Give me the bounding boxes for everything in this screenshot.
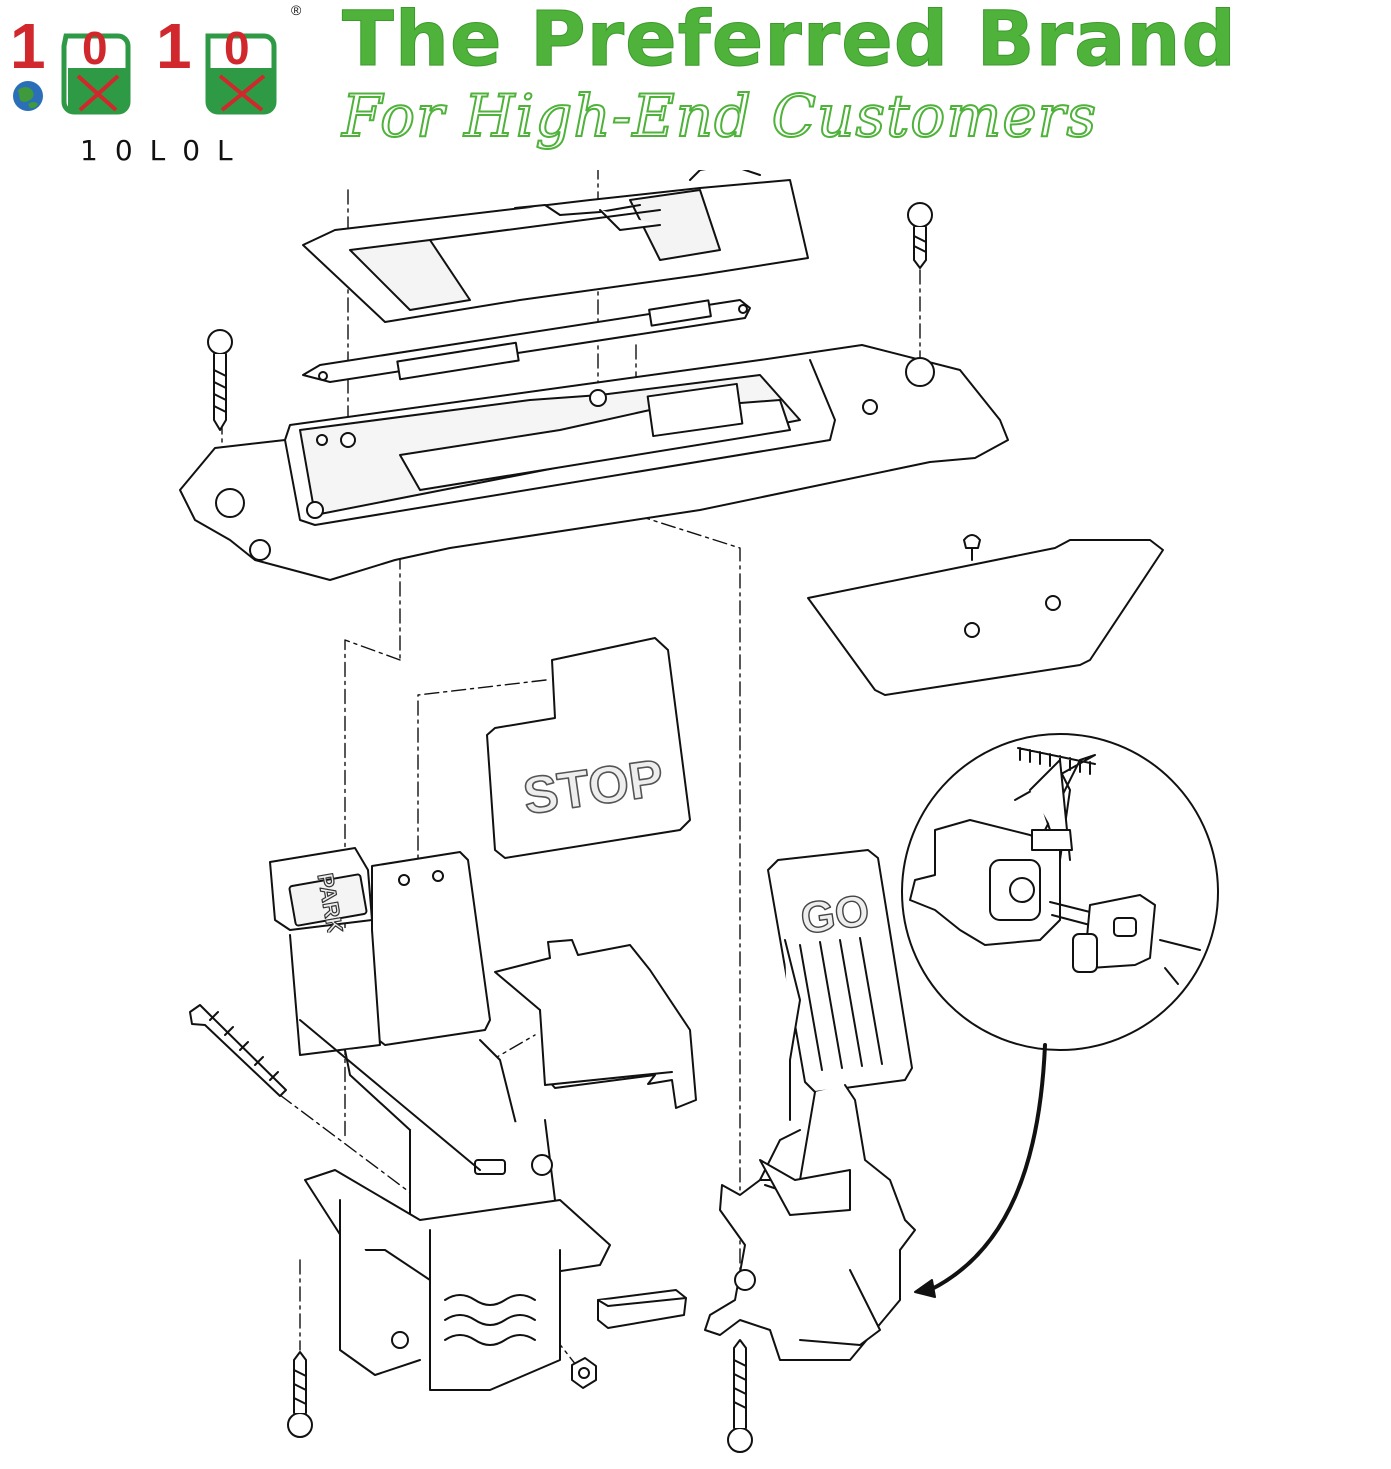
screw-icon xyxy=(963,534,981,561)
screw-icon xyxy=(287,1351,313,1438)
floor-base-plate xyxy=(179,344,1009,581)
hex-nut-icon xyxy=(571,1357,597,1389)
top-bezel-cover xyxy=(302,164,809,323)
go-label: GO xyxy=(798,886,873,944)
registered-mark: ® xyxy=(291,2,302,18)
bumper-block xyxy=(597,1289,687,1329)
logo-mark-icon: 1 0 1 0 xyxy=(10,10,277,115)
headline: The Preferred Brand xyxy=(342,0,1237,84)
screw-icon xyxy=(207,329,233,431)
tagline: For High-End Customers xyxy=(341,81,1098,151)
detail-magnifier xyxy=(901,733,1219,1051)
exploded-pedal-diagram: STOP PARK xyxy=(0,164,1391,1464)
svg-text:0: 0 xyxy=(224,22,250,74)
retaining-strip xyxy=(302,299,751,383)
svg-text:0: 0 xyxy=(82,22,108,74)
brand-logo: 1 0 1 0 10L0L xyxy=(8,6,318,167)
logo-text: 10L0L xyxy=(80,134,250,167)
svg-text:1: 1 xyxy=(10,10,46,82)
screw-icon xyxy=(907,202,933,269)
pivot-rod xyxy=(189,1004,287,1097)
detail-arrow xyxy=(914,1043,1047,1298)
bracket-cover xyxy=(494,939,697,1109)
mounting-screws xyxy=(207,202,981,1453)
floor-mat-panel xyxy=(807,539,1164,696)
park-brake-assembly: PARK xyxy=(269,847,611,1391)
brand-header: 1 0 1 0 10L0L ® The Preferred Brand For … xyxy=(0,0,1391,170)
screw-icon xyxy=(727,1339,753,1453)
svg-text:1: 1 xyxy=(156,10,192,82)
go-accelerator-pedal: GO xyxy=(704,849,916,1361)
stop-pedal-pad: STOP xyxy=(486,637,691,859)
